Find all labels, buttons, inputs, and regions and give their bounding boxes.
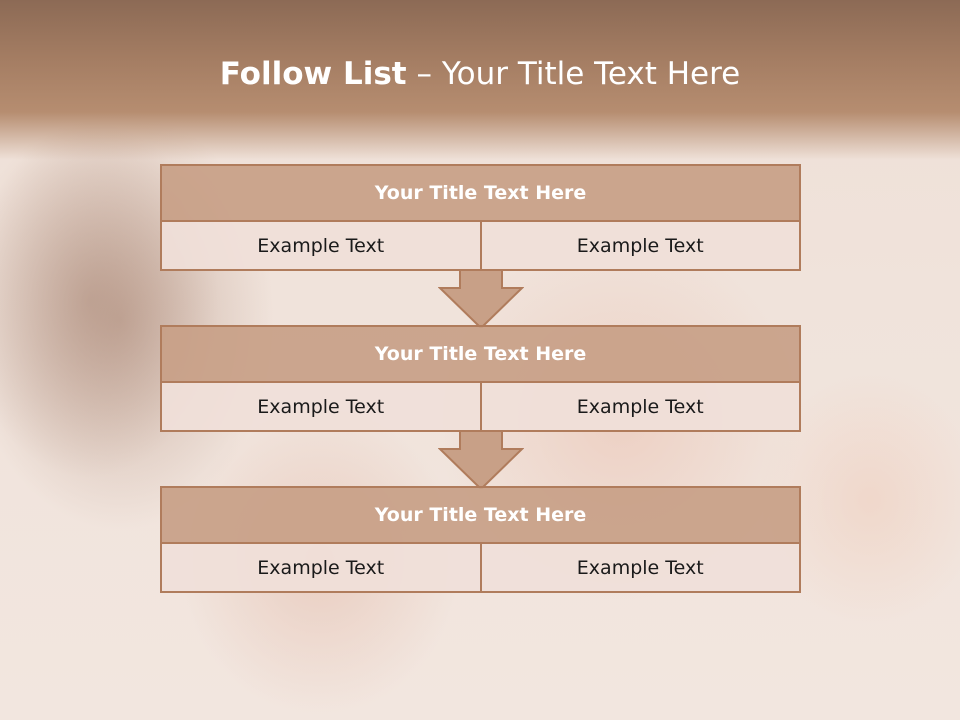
- list-box-1[interactable]: Your Title Text Here Example Text Exampl…: [160, 164, 801, 271]
- box-row: Example Text Example Text: [162, 383, 799, 430]
- box-row: Example Text Example Text: [162, 544, 799, 591]
- box-title[interactable]: Your Title Text Here: [162, 488, 799, 544]
- title-bold: Follow List: [219, 56, 407, 92]
- box-cell-left[interactable]: Example Text: [162, 544, 482, 591]
- down-arrow-icon: [438, 270, 524, 328]
- box-title[interactable]: Your Title Text Here: [162, 327, 799, 383]
- box-cell-left[interactable]: Example Text: [162, 222, 482, 269]
- down-arrow-icon: [438, 431, 524, 489]
- page-title: Follow List – Your Title Text Here: [0, 56, 960, 92]
- list-box-2[interactable]: Your Title Text Here Example Text Exampl…: [160, 325, 801, 432]
- list-box-3[interactable]: Your Title Text Here Example Text Exampl…: [160, 486, 801, 593]
- header-band: [0, 0, 960, 160]
- box-row: Example Text Example Text: [162, 222, 799, 269]
- box-cell-right[interactable]: Example Text: [481, 383, 799, 430]
- box-cell-right[interactable]: Example Text: [481, 544, 799, 591]
- box-title[interactable]: Your Title Text Here: [162, 166, 799, 222]
- box-cell-left[interactable]: Example Text: [162, 383, 482, 430]
- title-rest: – Your Title Text Here: [406, 56, 741, 92]
- box-cell-right[interactable]: Example Text: [481, 222, 799, 269]
